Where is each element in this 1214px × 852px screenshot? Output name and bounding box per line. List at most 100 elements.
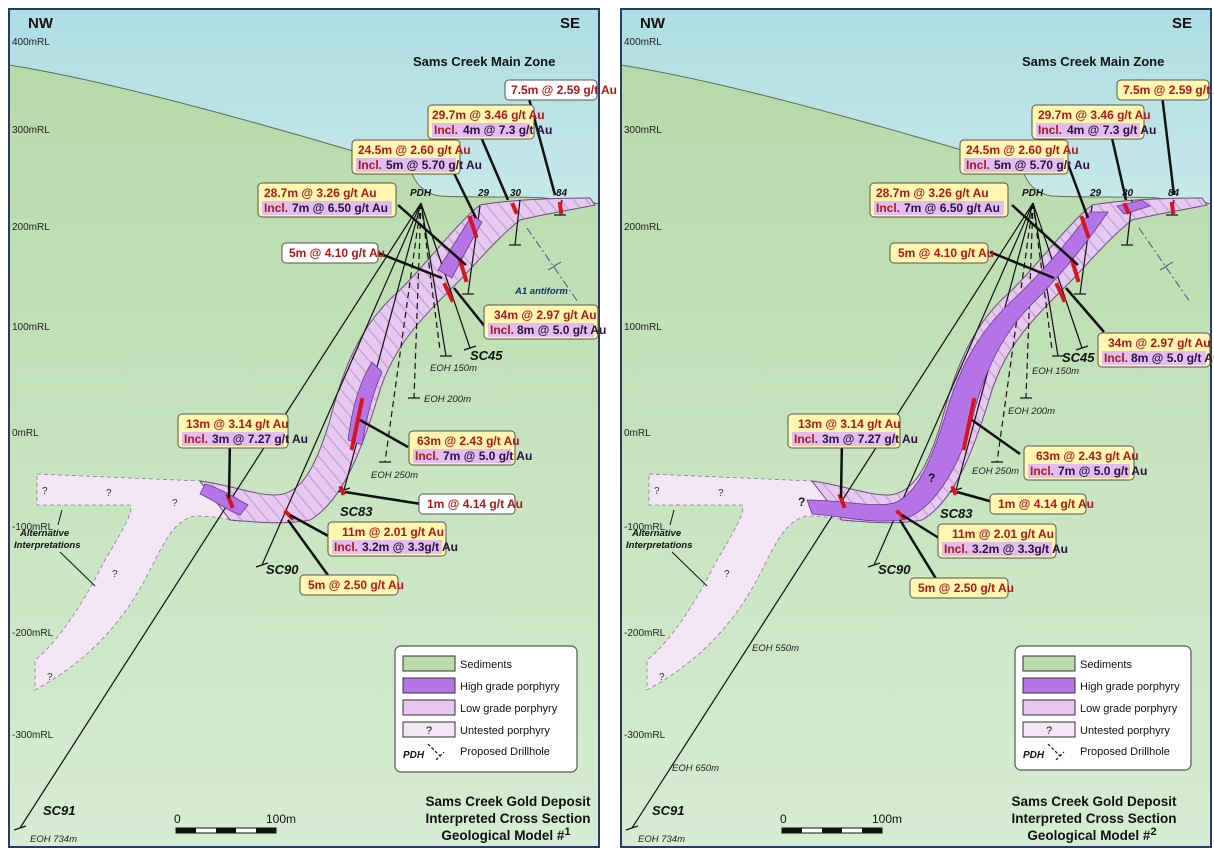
eoh-734: EOH 734m [30, 834, 77, 845]
callouts-m1: 7.5m @ 2.59 g/t Au 29.7m @ 3.46 g/t Au I… [177, 79, 617, 596]
callout-incl: Incl. [944, 542, 968, 556]
rl-400: 400mRL [624, 37, 662, 48]
callout-incl: Incl. [434, 123, 458, 137]
callout-main: 63m @ 2.43 g/t Au [417, 434, 520, 448]
rl-300: 300mRL [12, 125, 50, 136]
eoh-650: EOH 650m [672, 763, 719, 774]
callout-7-5m: 7.5m @ 2.59 g/t Au [1116, 79, 1214, 101]
callout-28-7m: 28.7m @ 3.26 g/t Au Incl. 7m @ 6.50 g/t … [869, 182, 1009, 218]
legend-proposed: Proposed Drillhole [1080, 746, 1170, 758]
hole-sc83: SC83 [340, 504, 373, 519]
callout-text: 1m @ 4.14 g/t Au [998, 497, 1094, 511]
callout-incl-val: 7m @ 5.0 g/t Au [443, 449, 532, 463]
hole-pdh: PDH [410, 188, 432, 199]
callout-incl-val: 4m @ 7.3 g/t Au [463, 123, 552, 137]
rl-100: 100mRL [12, 322, 50, 333]
callout-text: 7.5m @ 2.59 g/t Au [511, 83, 617, 97]
callout-5m-4-10: 5m @ 4.10 g/t Au [889, 242, 994, 264]
callout-5m-4-10: 5m @ 4.10 g/t Au [281, 242, 385, 264]
callout-incl: Incl. [184, 432, 208, 446]
callout-main: 11m @ 2.01 g/t Au [952, 527, 1054, 541]
legend-pdh: PDH [403, 750, 425, 761]
title-line-2: Interpreted Cross Section [1011, 811, 1176, 826]
callout-28-7m: 28.7m @ 3.26 g/t Au Incl. 7m @ 6.50 g/t … [257, 182, 397, 218]
hole-sc90: SC90 [878, 562, 911, 577]
legend-untested-q: ? [1046, 725, 1052, 737]
alt-line-1: Alternative [19, 528, 70, 539]
rl-minus-300: -300mRL [12, 730, 54, 741]
q2: ? [106, 488, 112, 499]
callout-main: 34m @ 2.97 g/t Au [1108, 336, 1211, 350]
alt-interpretations: Alternative Interpretations [14, 509, 96, 587]
legend-high: High grade porphyry [1080, 681, 1180, 693]
compass-se: SE [560, 15, 580, 32]
q6: ? [659, 672, 665, 683]
alt-line-2: Interpretations [14, 540, 81, 551]
q3: ? [172, 498, 178, 509]
panel-model-1: NW SE 400mRL 300mRL 200mRL 100mRL 0mRL -… [8, 8, 617, 848]
callout-main: 29.7m @ 3.46 g/t Au [432, 108, 545, 122]
callout-11m: 11m @ 2.01 g/t Au Incl. 3.2m @ 3.3g/t Au [327, 521, 458, 557]
legend-sediments: Sediments [460, 659, 512, 671]
hole-sc45: SC45 [1062, 350, 1095, 365]
callout-incl: Incl. [358, 158, 382, 172]
callout-incl: Incl. [794, 432, 818, 446]
hole-sc91: SC91 [43, 803, 76, 818]
rl-scale-2: 400mRL 300mRL 200mRL 100mRL 0mRL -100mRL… [624, 37, 666, 741]
q2: ? [718, 488, 724, 499]
hole-sc83: SC83 [940, 506, 973, 521]
rl-minus-100: -100mRL [624, 522, 666, 533]
hole-pdh: PDH [1022, 188, 1044, 199]
zone-title-2: Sams Creek Main Zone [1022, 54, 1164, 69]
callout-incl: Incl. [415, 449, 439, 463]
rl-scale: 400mRL 300mRL 200mRL 100mRL 0mRL -100mRL… [12, 37, 54, 741]
callout-5m-2-50: 5m @ 2.50 g/t Au [909, 577, 1014, 599]
callout-main: 34m @ 2.97 g/t Au [494, 308, 597, 322]
rl-200: 200mRL [624, 222, 662, 233]
callout-incl-val: 8m @ 5.0 g/t Au [517, 323, 606, 337]
alt-line-1: Alternative [631, 528, 682, 539]
hole-30: 30 [510, 188, 522, 199]
callout-main: 63m @ 2.43 g/t Au [1036, 449, 1139, 463]
eoh-734: EOH 734m [638, 834, 685, 845]
hole-sc90: SC90 [266, 562, 299, 577]
q5: ? [724, 569, 730, 580]
title-line-1: Sams Creek Gold Deposit [425, 794, 591, 809]
compass-nw: NW [28, 15, 54, 32]
callout-main: 13m @ 3.14 g/t Au [798, 417, 901, 431]
callout-63m: 63m @ 2.43 g/t Au Incl. 7m @ 5.0 g/t Au [1023, 445, 1147, 481]
callouts-m2: 7.5m @ 2.59 g/t Au 29.7m @ 3.46 g/t Au I… [787, 79, 1214, 599]
scale-100: 100m [266, 812, 296, 826]
callout-text: 1m @ 4.14 g/t Au [427, 497, 523, 511]
hole-29: 29 [477, 188, 490, 199]
callout-incl: Incl. [264, 201, 288, 215]
rl-minus-300: -300mRL [624, 730, 666, 741]
callout-incl-val: 3m @ 7.27 g/t Au [212, 432, 308, 446]
callout-text: 7.5m @ 2.59 g/t Au [1123, 83, 1214, 97]
callout-11m: 11m @ 2.01 g/t Au Incl. 3.2m @ 3.3g/t Au [937, 523, 1068, 559]
hole-sc45: SC45 [470, 348, 503, 363]
scale-zero: 0 [780, 812, 787, 826]
scale-bar-m2: 0 100m [780, 812, 902, 834]
untested-markers-2: ? ? ? ? ? ? [654, 471, 935, 683]
callout-incl-val: 5m @ 5.70 g/t Au [994, 158, 1090, 172]
callout-1m: 1m @ 4.14 g/t Au [418, 493, 523, 515]
legend-sediments: Sediments [1080, 659, 1132, 671]
callout-text: 5m @ 2.50 g/t Au [308, 578, 404, 592]
callout-main: 28.7m @ 3.26 g/t Au [876, 186, 989, 200]
callout-7-5m: 7.5m @ 2.59 g/t Au [504, 79, 617, 101]
eoh-250: EOH 250m [972, 466, 1019, 477]
q1: ? [42, 486, 48, 497]
callout-incl-val: 3.2m @ 3.3g/t Au [972, 542, 1068, 556]
callout-63m: 63m @ 2.43 g/t Au Incl. 7m @ 5.0 g/t Au [408, 430, 532, 466]
callout-incl-val: 3m @ 7.27 g/t Au [822, 432, 918, 446]
compass-se-2: SE [1172, 15, 1192, 32]
hole-30: 30 [1122, 188, 1134, 199]
q4: ? [928, 471, 935, 485]
legend-low: Low grade porphyry [460, 703, 558, 715]
callout-text: 5m @ 4.10 g/t Au [898, 246, 994, 260]
callout-main: 24.5m @ 2.60 g/t Au [358, 143, 471, 157]
title-line-3: Geological Model #1 [441, 826, 570, 843]
legend-m2: Sediments High grade porphyry Low grade … [1014, 645, 1192, 771]
eoh-200: EOH 200m [1008, 406, 1055, 417]
